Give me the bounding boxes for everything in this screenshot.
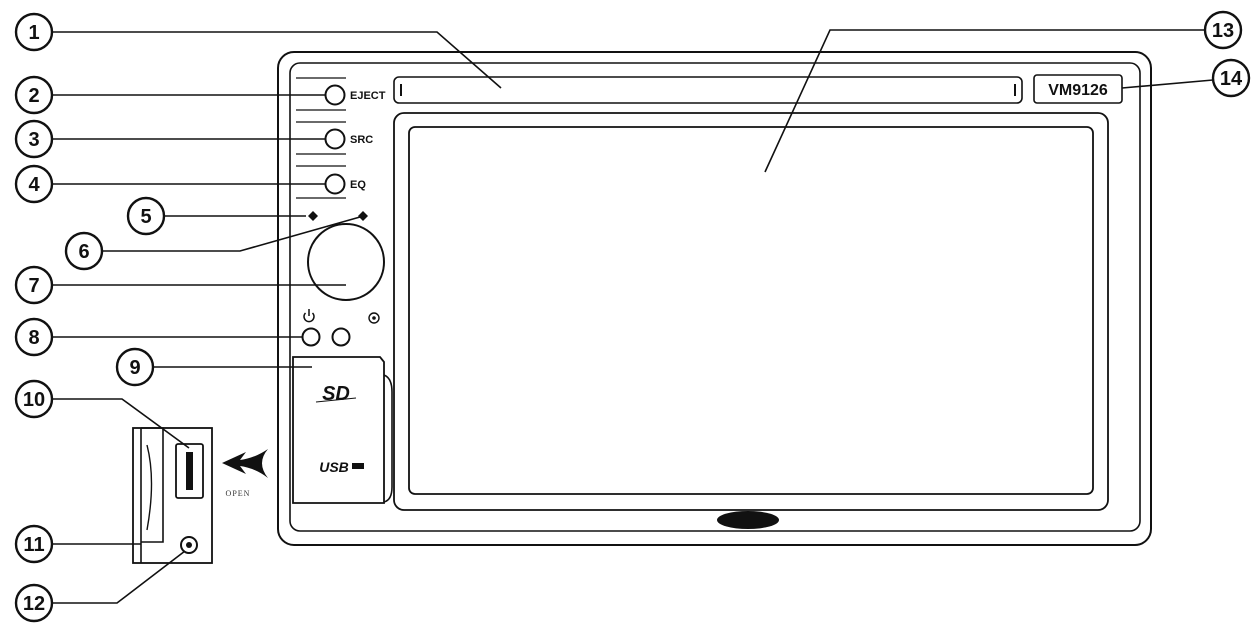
svg-text:5: 5 [140,206,151,228]
svg-text:7: 7 [28,275,39,297]
reset-icon[interactable] [368,312,380,324]
svg-text:13: 13 [1212,20,1234,42]
svg-text:1: 1 [28,22,39,44]
svg-text:3: 3 [28,129,39,151]
usb-port[interactable] [175,443,204,499]
power-button[interactable] [301,327,321,347]
callout-3: 3 [14,119,54,159]
aux-jack[interactable] [180,536,198,554]
indicator-diamond-left [308,211,318,221]
open-label: OPEN [226,489,251,498]
svg-text:12: 12 [23,593,45,615]
src-button[interactable] [324,128,346,150]
callout-9: 9 [115,347,155,387]
model-label: VM9126 [1048,82,1108,99]
eq-label: EQ [350,179,366,191]
eject-button[interactable] [324,84,346,106]
callout-2: 2 [14,75,54,115]
callout-1: 1 [14,12,54,52]
callout-10: 10 [14,379,54,419]
src-label: SRC [350,134,373,146]
open-slot-panel [132,427,213,564]
callout-4: 4 [14,164,54,204]
callout-8: 8 [14,317,54,357]
eject-label: EJECT [350,90,386,102]
callout-12: 12 [14,583,54,623]
volume-knob[interactable] [307,223,385,301]
sd-card-slot[interactable] [140,427,164,563]
unit-outer-frame [277,51,1152,546]
mute-button[interactable] [331,327,351,347]
svg-text:9: 9 [129,357,140,379]
model-label-box [1033,74,1123,104]
screen-bezel [393,112,1109,511]
svg-text:11: 11 [23,534,44,556]
svg-text:10: 10 [23,389,45,411]
usb-logo: USB [319,459,349,475]
brand-logo-oval [717,511,779,529]
svg-text:8: 8 [28,327,39,349]
sd-logo: SD [322,383,350,405]
disc-slot[interactable] [393,76,1023,104]
callout-7: 7 [14,265,54,305]
eq-button[interactable] [324,173,346,195]
sd-usb-door[interactable] [292,356,385,504]
callout-11: 11 [14,524,54,564]
indicator-diamond-right [358,211,368,221]
callout-13: 13 [1203,10,1243,50]
svg-text:4: 4 [28,174,40,196]
callout-14: 14 [1211,58,1251,98]
callout-5: 5 [126,196,166,236]
touch-screen[interactable] [408,126,1094,495]
open-arrow-icon [222,449,268,478]
svg-text:2: 2 [28,85,39,107]
unit-inner-frame [289,62,1141,532]
power-icon [303,309,315,323]
svg-text:6: 6 [78,241,89,263]
callout-6: 6 [64,231,104,271]
svg-text:14: 14 [1220,68,1243,90]
